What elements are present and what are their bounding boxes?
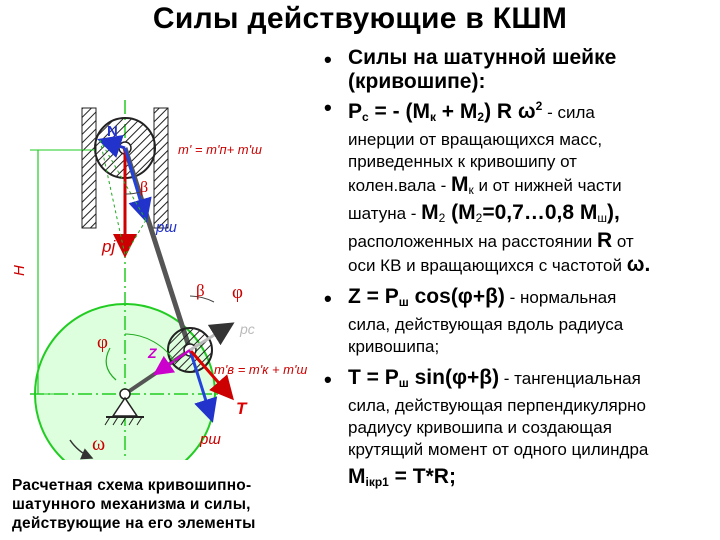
cylinder-wall-right [153,107,169,229]
pc-label: pc [239,321,255,337]
force-pw-top-arrow [123,147,152,223]
pj-label: pj [101,237,116,256]
cylinder-wall-left [81,107,97,229]
z-label: Z [147,345,157,361]
beta-mid-label: β [196,281,205,300]
bullet-forces-on-crank: • Силы на шатунной шейке (кривошипе): [318,46,718,94]
force-pw-bottom-arrow [188,349,218,423]
rotation-arrow [69,439,94,460]
caption-line: шатунного механизма и силы, [12,496,251,513]
omega-label: ω [92,433,105,455]
mass-formula-b-label: m'в = m'к + m'ш [214,362,307,377]
beta-top-label: β [140,179,148,196]
crank-mechanism-diagram: m' = m'п+ m'ш N β pш pj H β φ pc φ Z m'в… [11,100,307,460]
caption-line: действующие на его элементы [12,515,256,532]
page-title: Силы действующие в КШМ [152,2,568,35]
pw-top-label: pш [155,219,177,236]
force-t-arrow [188,349,234,401]
diagram-caption: Расчетная схема кривошипно- шатунного ме… [12,476,312,533]
h-label: H [11,265,28,276]
n-label: N [107,123,118,140]
force-n-arrow [97,134,126,158]
bullet-tangential-force: • Т = Рш sin(φ+β) - тангенциальная сила,… [324,366,649,489]
bullet-heading: Силы на шатунной шейке [348,46,617,69]
caption-line: Расчетная схема кривошипно- [12,477,252,494]
force-z-arrow [152,348,191,376]
phi-mid-label: φ [232,282,243,303]
mass-formula-label: m' = m'п+ m'ш [178,142,262,157]
force-pc-arrow [189,322,235,352]
t-label: T [236,399,248,418]
bullet-normal-force: • Z = Рш cos(φ+β) - нормальная сила, дей… [324,285,624,356]
bullet-heading: (кривошипе): [348,70,486,93]
bullet-inertia-force: • Рс = - (Мк + М2) R ω2 - сила инерции о… [324,95,651,276]
bullet-list: • Силы на шатунной шейке (кривошипе): • … [318,46,718,494]
pw-bottom-label: pш [199,431,221,448]
phi-left-label: φ [97,332,108,353]
